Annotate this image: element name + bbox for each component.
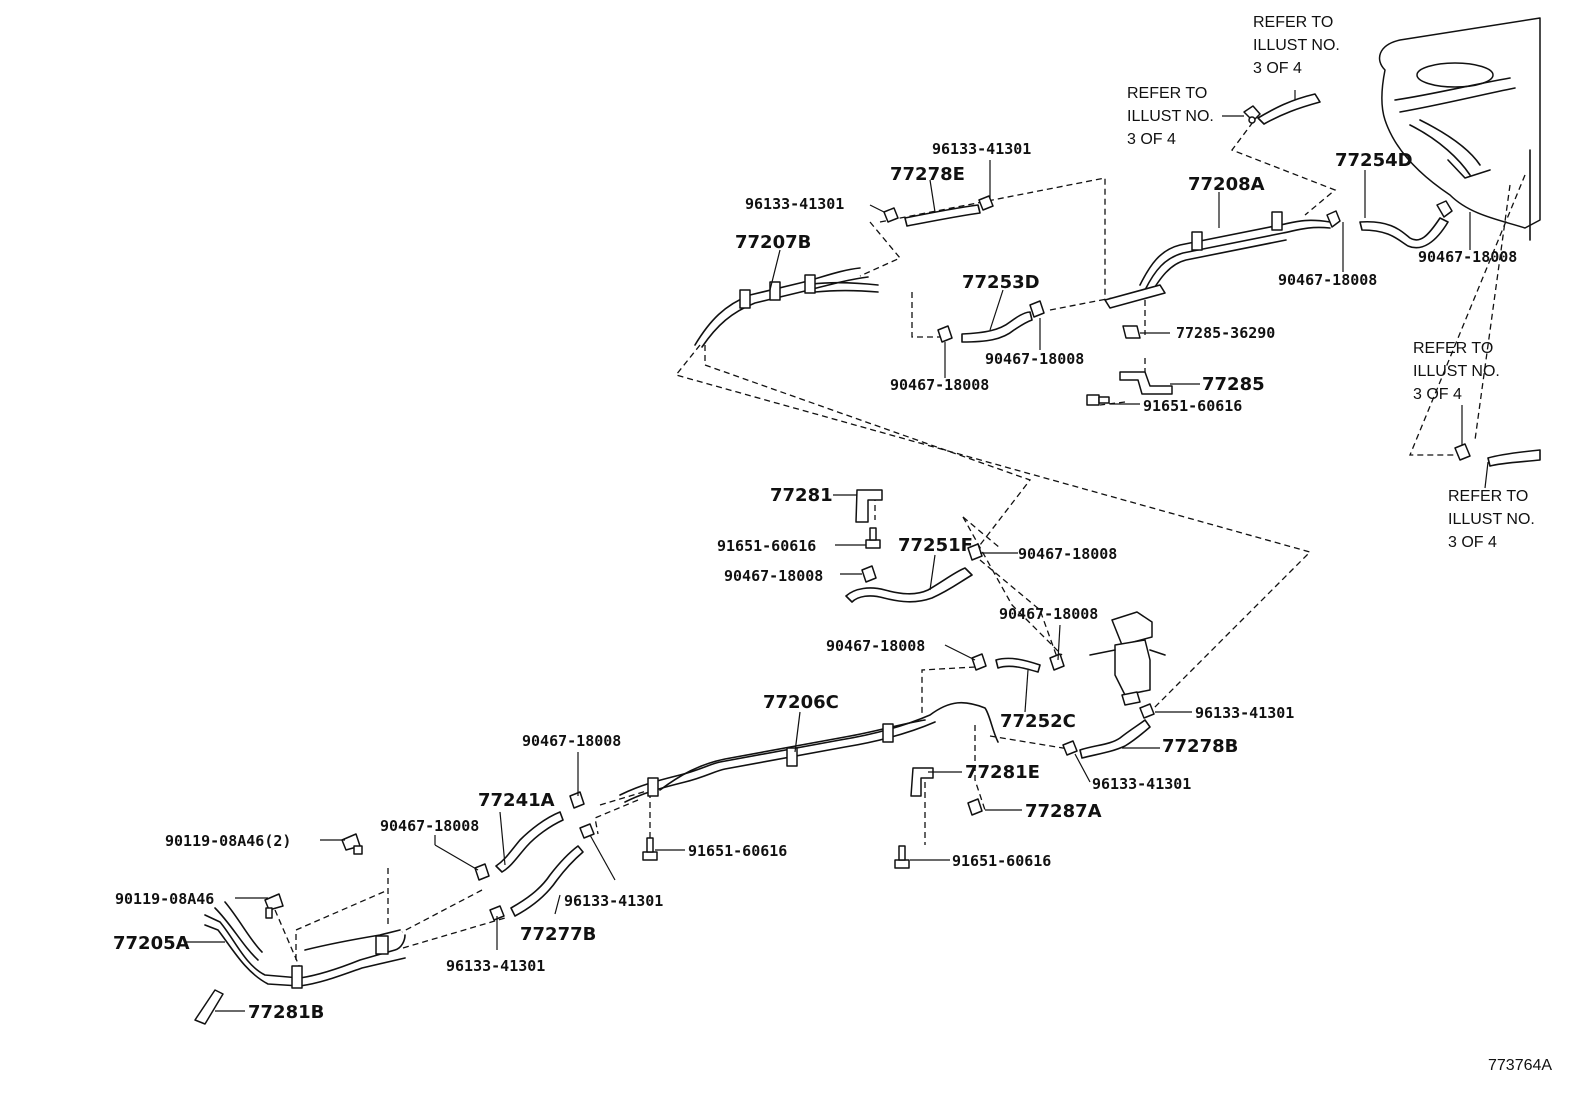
part-number: 96133-41301: [1092, 775, 1191, 793]
refer-note-right: REFER TO ILLUST NO. 3 OF 4: [1413, 340, 1500, 403]
callout-77278B: 77278B: [1162, 736, 1238, 757]
part-number: 90467-18008: [380, 817, 479, 835]
bolt: [264, 893, 284, 919]
callout-77277B: 77277B: [520, 924, 596, 945]
refer-note-line: 3 OF 4: [1127, 131, 1176, 148]
refer-note-line: ILLUST NO.: [1127, 108, 1214, 125]
part-number: 90467-18008: [985, 350, 1084, 368]
part-number: 91651-60616: [1143, 397, 1242, 415]
refer-note-lower-right: REFER TO ILLUST NO. 3 OF 4: [1448, 488, 1535, 551]
leader-lines: [186, 90, 1489, 1012]
callout-77207B: 77207B: [735, 232, 811, 253]
callout-77278E: 77278E: [890, 164, 965, 185]
bolt: [865, 527, 881, 549]
refer-note-line: ILLUST NO.: [1413, 363, 1500, 380]
callout-77252C: 77252C: [1000, 711, 1076, 732]
refer-note-line: 3 OF 4: [1413, 386, 1462, 403]
callout-77281E: 77281E: [965, 762, 1040, 783]
clamp: [1436, 200, 1453, 218]
clip: [1062, 740, 1078, 756]
clip: [579, 823, 595, 839]
clamp: [1326, 210, 1341, 228]
part-number: 91651-60616: [952, 852, 1051, 870]
part-number: 90467-18008: [724, 567, 823, 585]
part-number: 90467-18008: [522, 732, 621, 750]
part-number: 96133-41301: [1195, 704, 1294, 722]
callout-77205A: 77205A: [113, 933, 190, 954]
bolt: [1086, 394, 1110, 406]
bolt: [341, 833, 363, 855]
refer-note-line: REFER TO: [1253, 14, 1333, 31]
clip: [489, 905, 505, 921]
part-number: 96133-41301: [564, 892, 663, 910]
clip: [883, 207, 899, 223]
part-number: 90119-08A46: [115, 890, 214, 908]
part-number: 90467-18008: [890, 376, 989, 394]
part-number: 90467-18008: [1418, 248, 1517, 266]
clamp: [569, 791, 585, 809]
callout-77285: 77285: [1202, 374, 1265, 395]
clip: [1139, 703, 1155, 719]
refer-note-line: 3 OF 4: [1253, 60, 1302, 77]
callout-77208A: 77208A: [1188, 174, 1265, 195]
part-number: 96133-41301: [446, 957, 545, 975]
clamp: [971, 653, 987, 671]
callout-77281: 77281: [770, 485, 833, 506]
pipes: [204, 93, 1541, 987]
fuel-filter: [1089, 611, 1166, 706]
clamp: [1049, 653, 1065, 671]
clamp: [474, 863, 490, 881]
callout-77254D: 77254D: [1335, 150, 1413, 171]
refer-note-line: REFER TO: [1127, 85, 1207, 102]
part-number: 96133-41301: [745, 195, 844, 213]
clip: [978, 195, 994, 211]
clamp: [1243, 105, 1261, 124]
callout-77253D: 77253D: [962, 272, 1040, 293]
callout-77287A: 77287A: [1025, 801, 1102, 822]
clamp: [967, 543, 983, 561]
callout-77281B: 77281B: [248, 1002, 324, 1023]
callout-77241A: 77241A: [478, 790, 555, 811]
part-number: 77285-36290: [1176, 324, 1275, 342]
clamp: [1454, 443, 1471, 461]
clamp: [967, 798, 983, 816]
refer-note-line: ILLUST NO.: [1253, 37, 1340, 54]
callout-labels: 77254D 77208A 77278E 77207B 77253D 77285…: [113, 150, 1413, 1023]
part-number: 90467-18008: [999, 605, 1098, 623]
refer-note-top: REFER TO ILLUST NO. 3 OF 4: [1253, 14, 1340, 77]
part-number: 90467-18008: [826, 637, 925, 655]
callout-77251F: 77251F: [898, 535, 973, 556]
refer-note-upper-left: REFER TO ILLUST NO. 3 OF 4: [1127, 85, 1214, 148]
part-number: 96133-41301: [932, 140, 1031, 158]
bolt: [642, 837, 658, 861]
part-number: 91651-60616: [688, 842, 787, 860]
callout-77206C: 77206C: [763, 692, 839, 713]
part-number: 90119-08A46(2): [165, 832, 291, 850]
clamp: [1029, 300, 1045, 318]
illustration-id: 773764A: [1488, 1057, 1552, 1074]
refer-note-line: REFER TO: [1448, 488, 1528, 505]
bolt: [894, 845, 910, 869]
clamp: [861, 565, 877, 583]
clamp: [937, 325, 953, 343]
refer-note-line: REFER TO: [1413, 340, 1493, 357]
part-number: 90467-18008: [1278, 271, 1377, 289]
part-number: 90467-18008: [1018, 545, 1117, 563]
part-number-labels: 96133-41301 96133-41301 90467-18008 9046…: [115, 140, 1517, 975]
guide-lines: [274, 121, 1526, 969]
fuel-tank: [1378, 17, 1541, 241]
fittings: [194, 105, 1471, 1025]
refer-note-line: ILLUST NO.: [1448, 511, 1535, 528]
refer-note-line: 3 OF 4: [1448, 534, 1497, 551]
part-number: 91651-60616: [717, 537, 816, 555]
